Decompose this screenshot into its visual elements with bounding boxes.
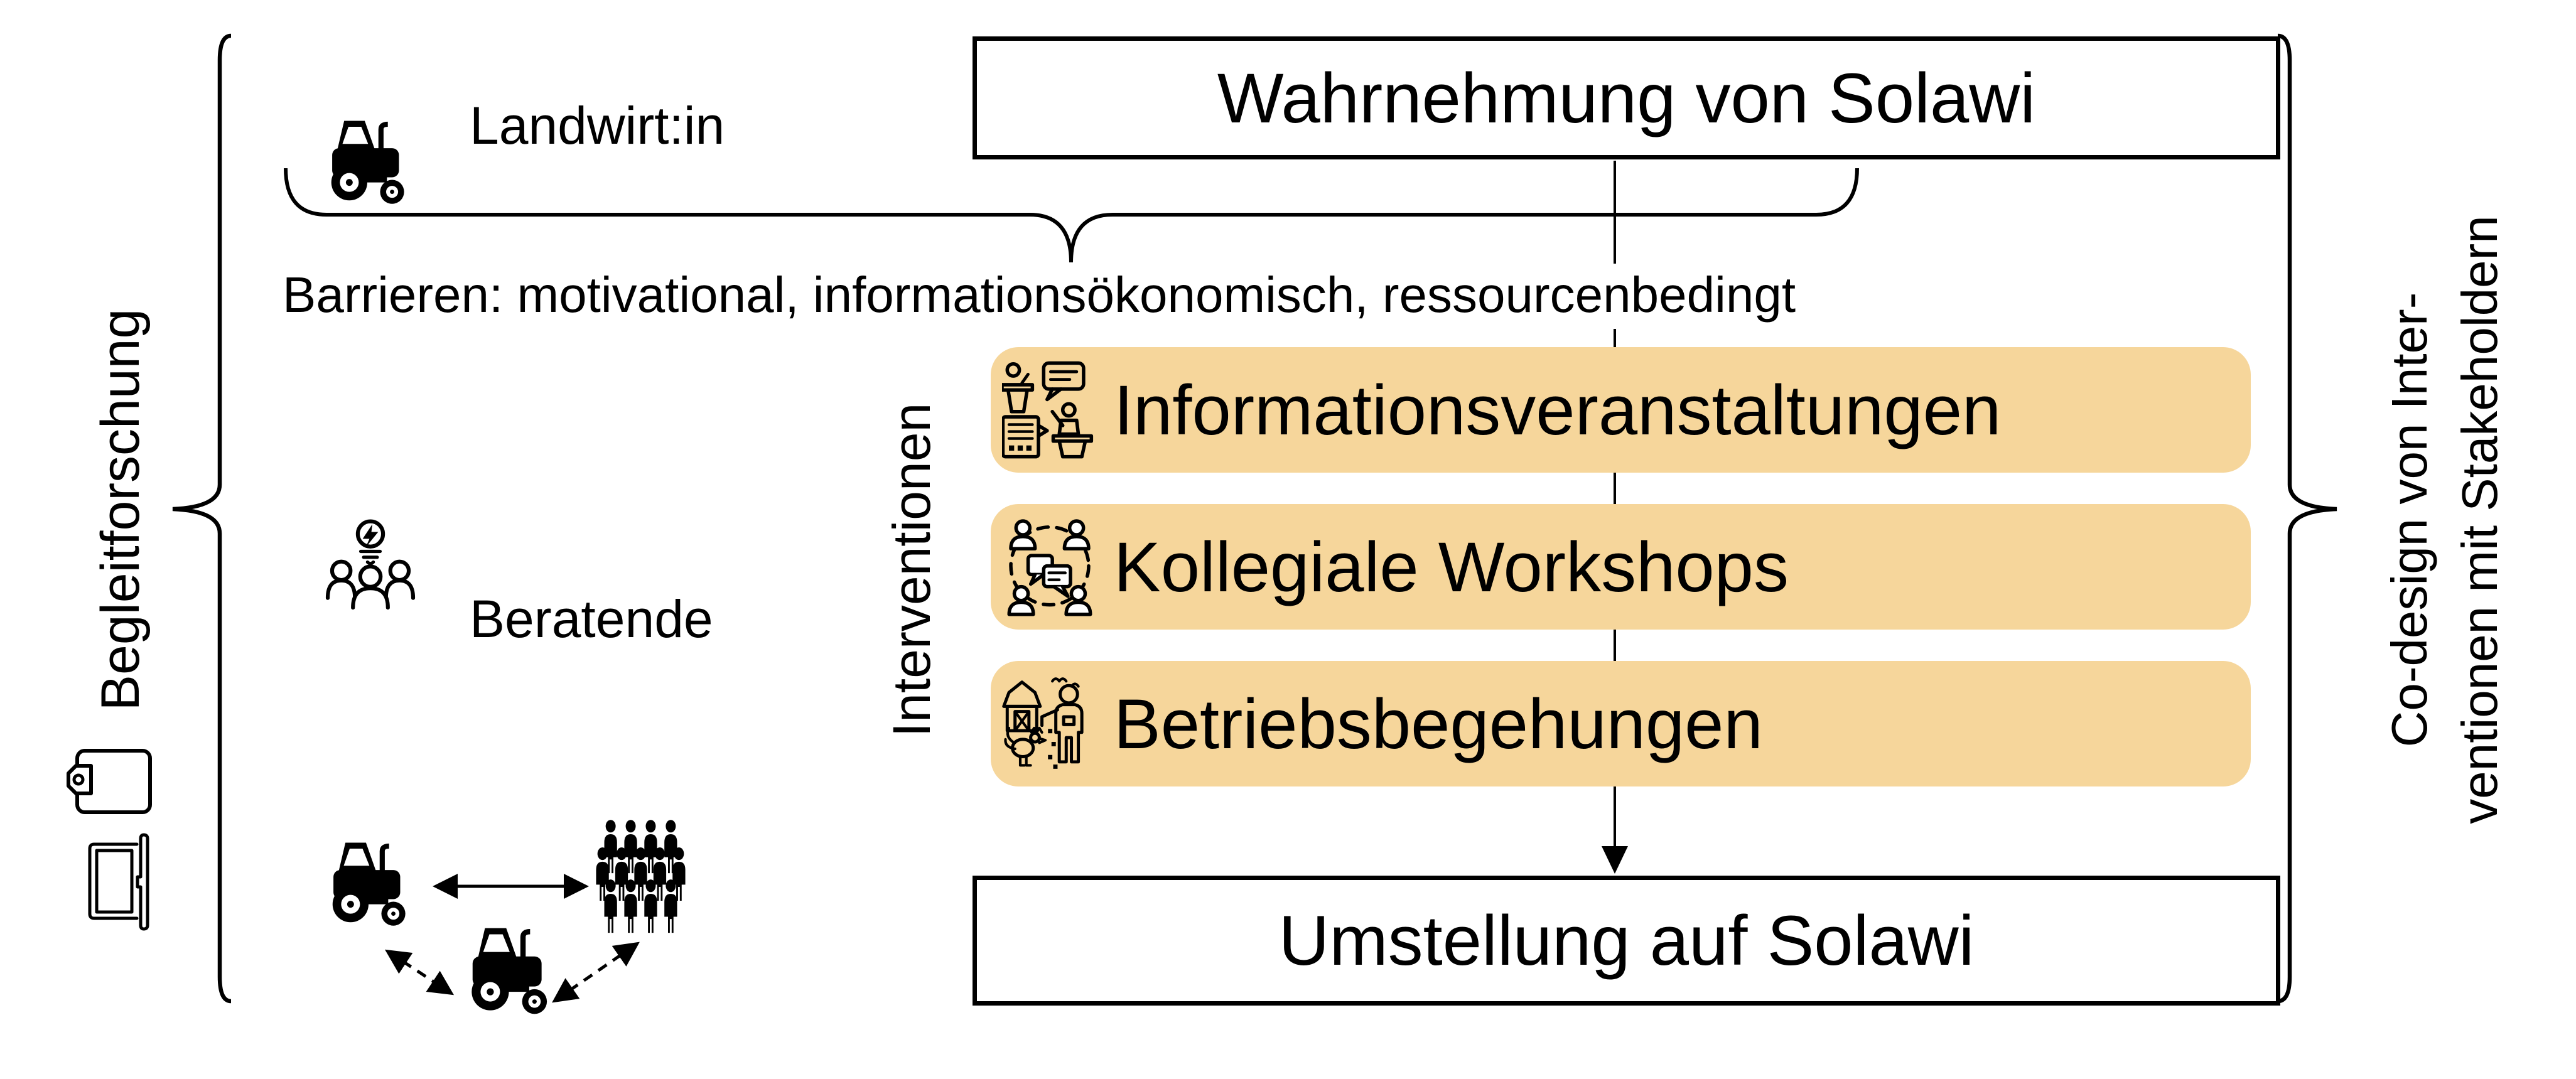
intervention-row-farm-visits: Betriebsbegehungen bbox=[991, 661, 2251, 786]
interventions-axis-label: Interventionen bbox=[882, 402, 941, 738]
intervention-label: Informationsveranstaltungen bbox=[1114, 370, 2002, 449]
barrier-brace bbox=[284, 168, 1859, 263]
advisor-label: Beratende bbox=[470, 589, 713, 648]
tractor-icon bbox=[331, 121, 404, 204]
tractor-icon bbox=[472, 928, 547, 1014]
left-brace bbox=[172, 33, 232, 1004]
barriers-text: Barrieren: motivational, informationsöko… bbox=[283, 264, 1803, 329]
workshop-icon bbox=[1007, 519, 1092, 616]
right-axis-label-line2: ventionen mit Stakeholdern bbox=[2452, 215, 2508, 824]
perception-box-label: Wahrnehmung von Solawi bbox=[1217, 58, 2036, 137]
intervention-label: Betriebsbegehungen bbox=[1114, 684, 1763, 763]
perception-box: Wahrnehmung von Solawi bbox=[973, 36, 2280, 159]
farmer-farmer-dashed-arrow bbox=[384, 949, 455, 996]
right-axis-label-line1: Co-design von Inter- bbox=[2381, 292, 2437, 748]
crowd-icon bbox=[596, 820, 686, 933]
left-axis-label: Begleitforschung bbox=[90, 308, 151, 711]
farmer-community-dashed-arrow bbox=[552, 942, 640, 1003]
intervention-label: Kollegiale Workshops bbox=[1114, 527, 1789, 606]
flow-arrowhead bbox=[1602, 846, 1628, 874]
conversion-box: Umstellung auf Solawi bbox=[973, 876, 2280, 1006]
laptop-icon bbox=[88, 833, 149, 931]
farm-visit-icon bbox=[1002, 677, 1084, 769]
conversion-box-label: Umstellung auf Solawi bbox=[1278, 901, 1975, 980]
farmer-label: Landwirt:in bbox=[470, 96, 725, 155]
clipboard-icon bbox=[67, 749, 152, 814]
people-idea-icon bbox=[325, 519, 416, 610]
right-axis-label: Co-design von Inter- ventionen mit Stake… bbox=[2374, 159, 2523, 881]
intervention-row-info-events: Informationsveranstaltungen bbox=[991, 347, 2251, 473]
right-brace bbox=[2277, 33, 2337, 1004]
tractor-icon bbox=[332, 842, 406, 926]
intervention-row-workshops: Kollegiale Workshops bbox=[991, 504, 2251, 630]
presentation-icon bbox=[1002, 361, 1094, 459]
